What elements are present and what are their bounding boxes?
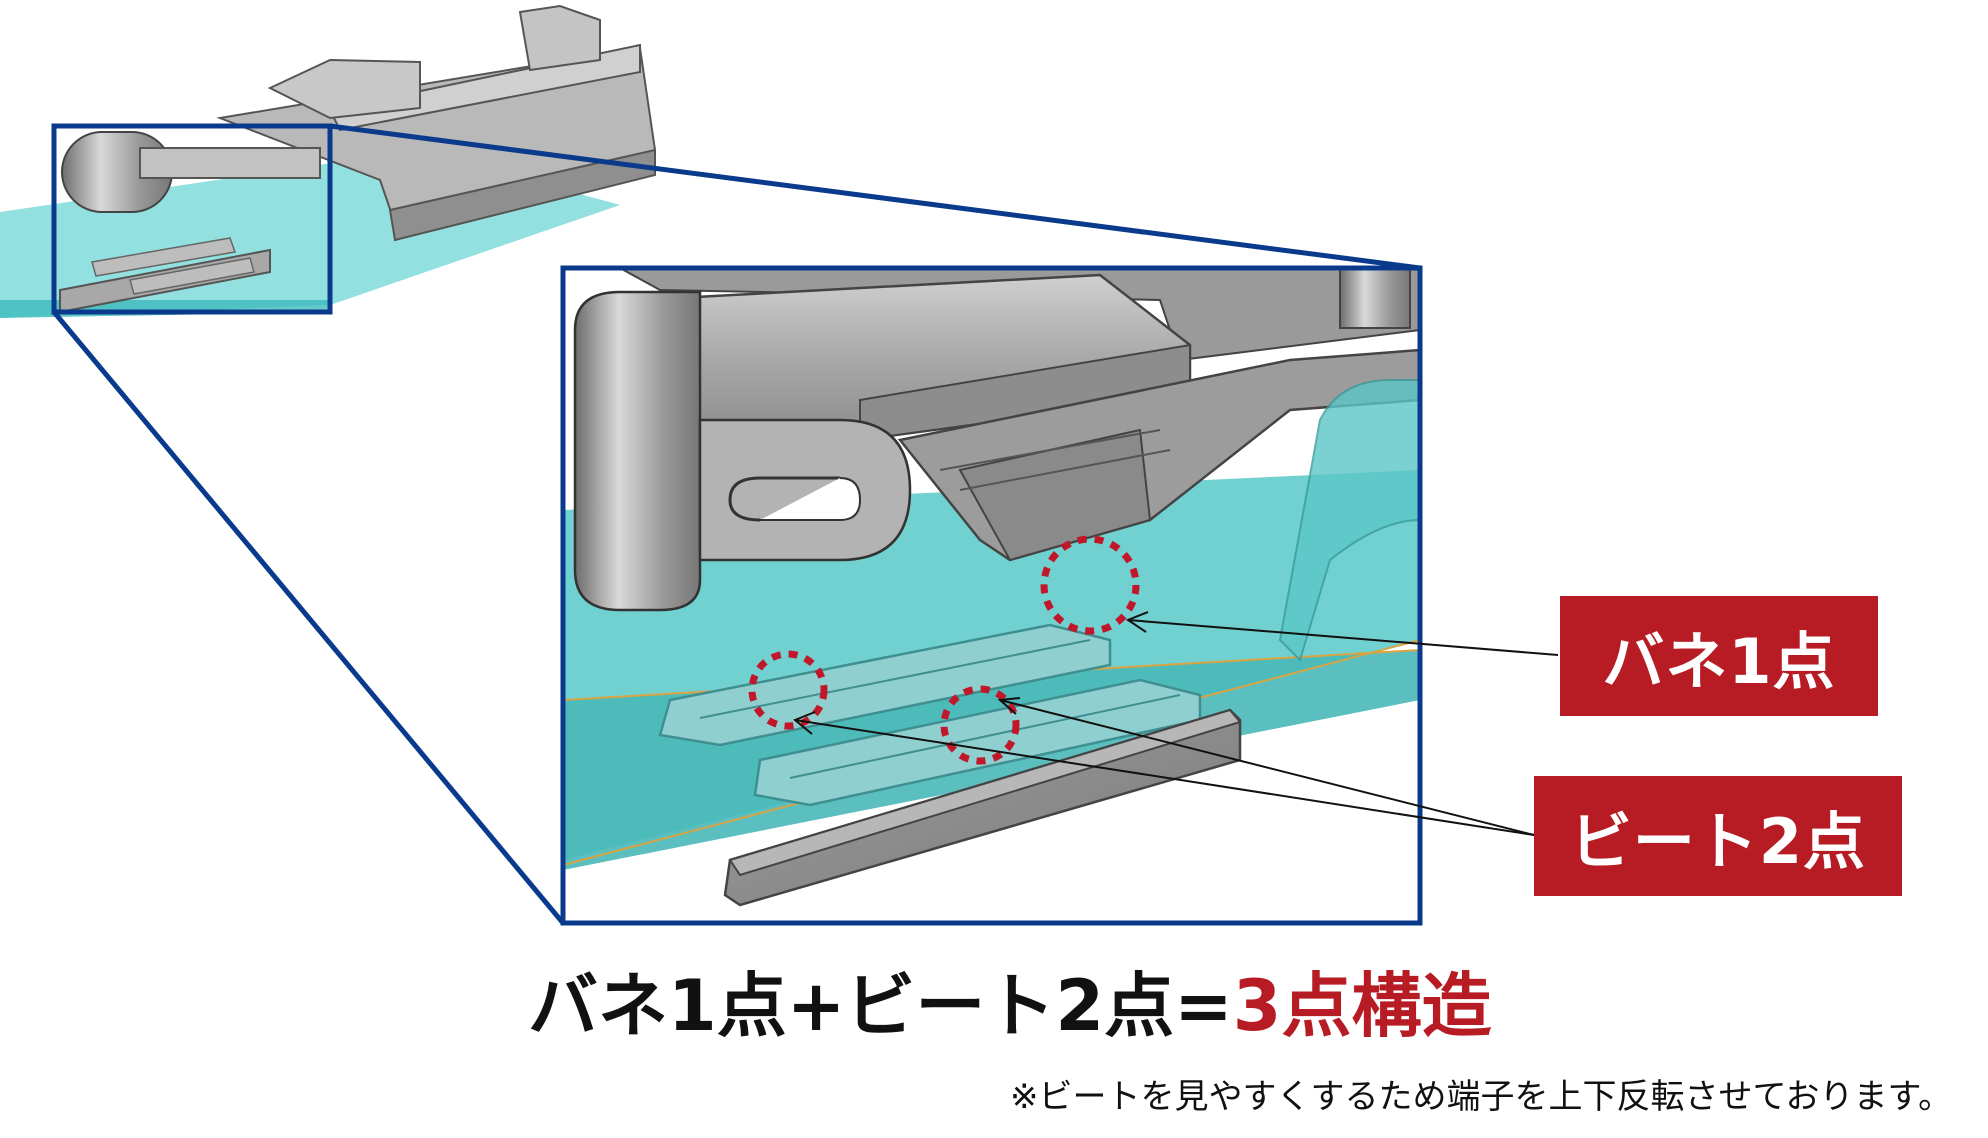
zoomed-terminal	[563, 268, 1420, 923]
bead-contact-marker-1	[748, 650, 828, 730]
zoom-connector-bottom	[52, 310, 565, 925]
structure-equation: バネ1点+ビート2点=3点構造	[528, 960, 1491, 1052]
bead-contact-label-text: ビート2点	[1569, 805, 1867, 878]
spring-contact-label-text: バネ1点	[1602, 625, 1836, 698]
bead-contact-marker-2	[940, 685, 1020, 765]
spring-contact-label: バネ1点	[1560, 596, 1878, 716]
overview-focus-frame	[51, 123, 333, 315]
spring-contact-marker	[1040, 535, 1140, 635]
equation-plus: +	[786, 965, 846, 1047]
equation-part-bead: ビート2点	[845, 965, 1175, 1047]
equation-equals: =	[1174, 965, 1233, 1047]
equation-part-spring: バネ1点	[528, 965, 787, 1047]
equation-result: 3点構造	[1232, 965, 1492, 1047]
bead-contact-label: ビート2点	[1534, 776, 1902, 896]
leader-lines	[793, 611, 1559, 836]
overview-terminal	[0, 4, 657, 318]
footnote: ※ビートを見やすくするため端子を上下反転させております。	[1010, 1077, 1953, 1117]
zoom-connector-top	[329, 123, 1421, 271]
zoom-frame	[560, 265, 1423, 926]
